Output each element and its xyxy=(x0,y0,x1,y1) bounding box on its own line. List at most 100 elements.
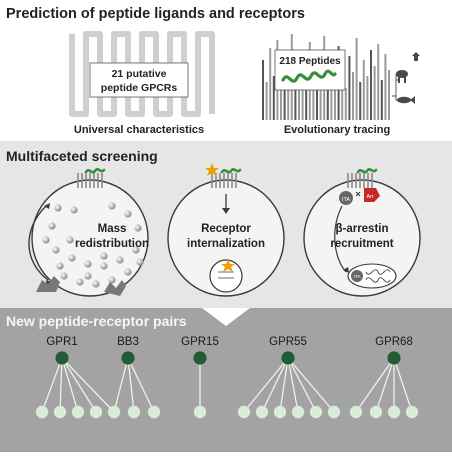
peptide-node xyxy=(255,405,269,419)
species-branch-lines xyxy=(392,73,399,101)
mass-label-line1: Mass xyxy=(98,223,127,235)
arrestin-label-line1: β-arrestin xyxy=(335,223,388,235)
arrestin-label-line2: recruitment xyxy=(330,238,393,250)
receptor-label: GPR15 xyxy=(181,336,219,348)
prediction-section: Prediction of peptide ligands and recept… xyxy=(6,6,420,136)
mass-particle xyxy=(68,254,76,262)
pairing-edge xyxy=(41,357,63,413)
mass-particle xyxy=(136,258,144,266)
conservation-bar xyxy=(359,82,362,120)
receptor-label: GPR1 xyxy=(46,336,77,348)
conservation-bar xyxy=(362,60,365,120)
conservation-bar xyxy=(377,44,380,120)
cell-outline xyxy=(303,179,421,297)
membrane-receptor-icon xyxy=(77,173,103,188)
wave-signal-icon xyxy=(36,276,60,292)
peptide-node xyxy=(309,405,323,419)
mass-particle xyxy=(56,262,64,270)
peptide-node xyxy=(71,405,85,419)
conservation-bar xyxy=(319,84,322,120)
bird-icon xyxy=(412,52,420,61)
conservation-bar xyxy=(280,90,282,120)
peptide-node xyxy=(53,405,67,419)
pairs-title: New peptide-receptor pairs xyxy=(6,313,187,329)
receptor-node xyxy=(193,351,207,365)
ita-nuclear-badge xyxy=(351,270,363,282)
receptor-node xyxy=(387,351,401,365)
evolutionary-tracing-caption: Evolutionary tracing xyxy=(284,124,390,136)
mass-label-line2: redistribution xyxy=(75,238,149,250)
mass-particle xyxy=(60,272,68,280)
arr-badge-label: Arr xyxy=(366,194,374,200)
conservation-bar xyxy=(262,60,264,120)
peptide-node xyxy=(387,405,401,419)
mass-particle xyxy=(134,224,142,232)
mass-particle xyxy=(52,246,60,254)
receptor-node xyxy=(55,351,69,365)
peptide-node xyxy=(35,405,49,419)
pairing-edge xyxy=(355,357,395,413)
conservation-bar xyxy=(373,66,376,120)
ita-badge xyxy=(339,191,353,205)
mass-particle xyxy=(42,236,50,244)
pairing-edge xyxy=(61,357,97,413)
endosome-icon xyxy=(209,259,243,293)
receptor-node xyxy=(281,351,295,365)
conservation-bar xyxy=(341,64,344,120)
conservation-bar xyxy=(355,38,358,120)
pairing-edge xyxy=(393,357,413,413)
dna-icon xyxy=(365,269,391,283)
mass-particle xyxy=(108,276,116,284)
pairing-edge xyxy=(127,357,135,413)
screening-section: Multifaceted screening Mass redistributi… xyxy=(0,141,452,308)
internalized-receptor-icon xyxy=(218,271,234,279)
conservation-bar xyxy=(388,70,390,120)
pairing-edge xyxy=(287,357,299,413)
arrowhead-icon xyxy=(343,267,349,273)
peptide-node xyxy=(147,405,161,419)
receptor-label: BB3 xyxy=(117,336,139,348)
pairing-edge xyxy=(279,357,289,413)
mass-particle xyxy=(70,206,78,214)
peptide-count-label: 218 Peptides xyxy=(279,56,341,67)
conservation-bar xyxy=(384,54,387,120)
mass-particle xyxy=(92,280,100,288)
peptide-node xyxy=(405,405,419,419)
conservation-bar xyxy=(366,76,369,120)
peptide-helix-icon xyxy=(84,168,106,174)
conservation-bar xyxy=(287,68,290,120)
pairing-edge xyxy=(127,357,155,413)
fish-icon xyxy=(397,96,411,104)
mass-redistribution-assay: Mass redistribution xyxy=(28,168,149,297)
tag-star-icon xyxy=(221,259,235,272)
conservation-bar xyxy=(265,82,268,120)
peptide-count-box xyxy=(274,49,346,91)
conservation-bar xyxy=(269,48,272,120)
universal-characteristics-caption: Universal characteristics xyxy=(74,124,204,136)
conservation-bar xyxy=(348,56,351,120)
mass-particle xyxy=(48,222,56,230)
arrowhead-icon xyxy=(44,203,50,209)
pairing-edge xyxy=(287,357,335,413)
peptide-node xyxy=(237,405,251,419)
peptide-node xyxy=(273,405,287,419)
fish-tail-icon xyxy=(410,96,415,104)
mass-particle xyxy=(66,236,74,244)
pairing-edge xyxy=(61,357,115,413)
conservation-bar xyxy=(352,72,354,120)
mass-particle xyxy=(116,256,124,264)
translocation-arrow xyxy=(334,205,347,273)
tag-star-icon xyxy=(205,163,219,176)
conservation-bar xyxy=(344,88,347,120)
internalization-label-line1: Receptor xyxy=(201,223,251,235)
conservation-bar xyxy=(312,74,315,120)
mass-particles-icon xyxy=(42,202,144,288)
peptide-node xyxy=(369,405,383,419)
conservation-bar xyxy=(334,78,336,120)
mammal-leg-icon xyxy=(404,77,406,83)
conservation-bar xyxy=(380,80,383,120)
pairing-edge xyxy=(287,357,317,413)
conservation-bar xyxy=(294,80,297,120)
mass-particle xyxy=(84,272,92,280)
